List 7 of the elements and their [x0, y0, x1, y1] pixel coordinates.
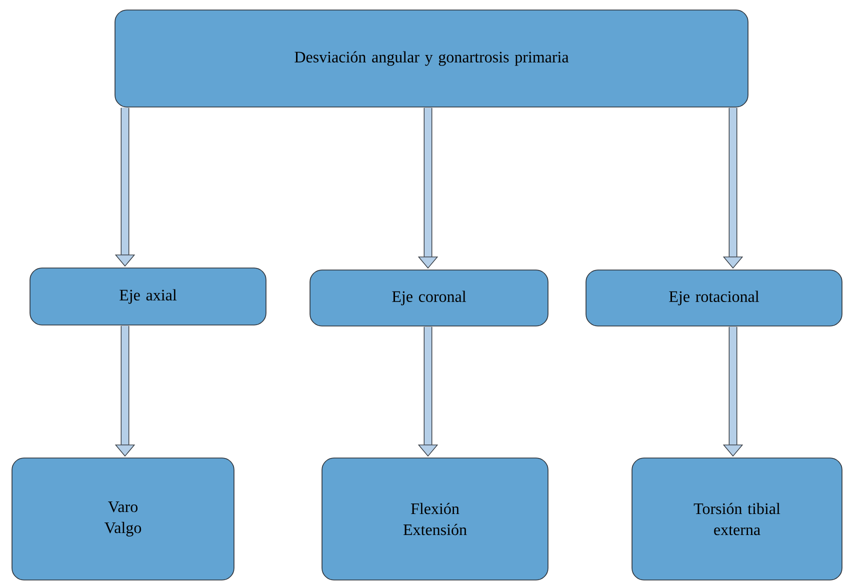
- process-box: Eje rotacional: [586, 270, 842, 326]
- process-box: Eje coronal: [310, 270, 548, 326]
- process-box: Torsión tibial externa: [632, 458, 842, 580]
- process-box: Eje axial: [30, 268, 266, 326]
- process-box: Flexión Extensión: [322, 458, 548, 580]
- process-box: Desviación angular y gonartrosis primaria: [114, 10, 748, 108]
- process-box: Varo Valgo: [12, 458, 234, 580]
